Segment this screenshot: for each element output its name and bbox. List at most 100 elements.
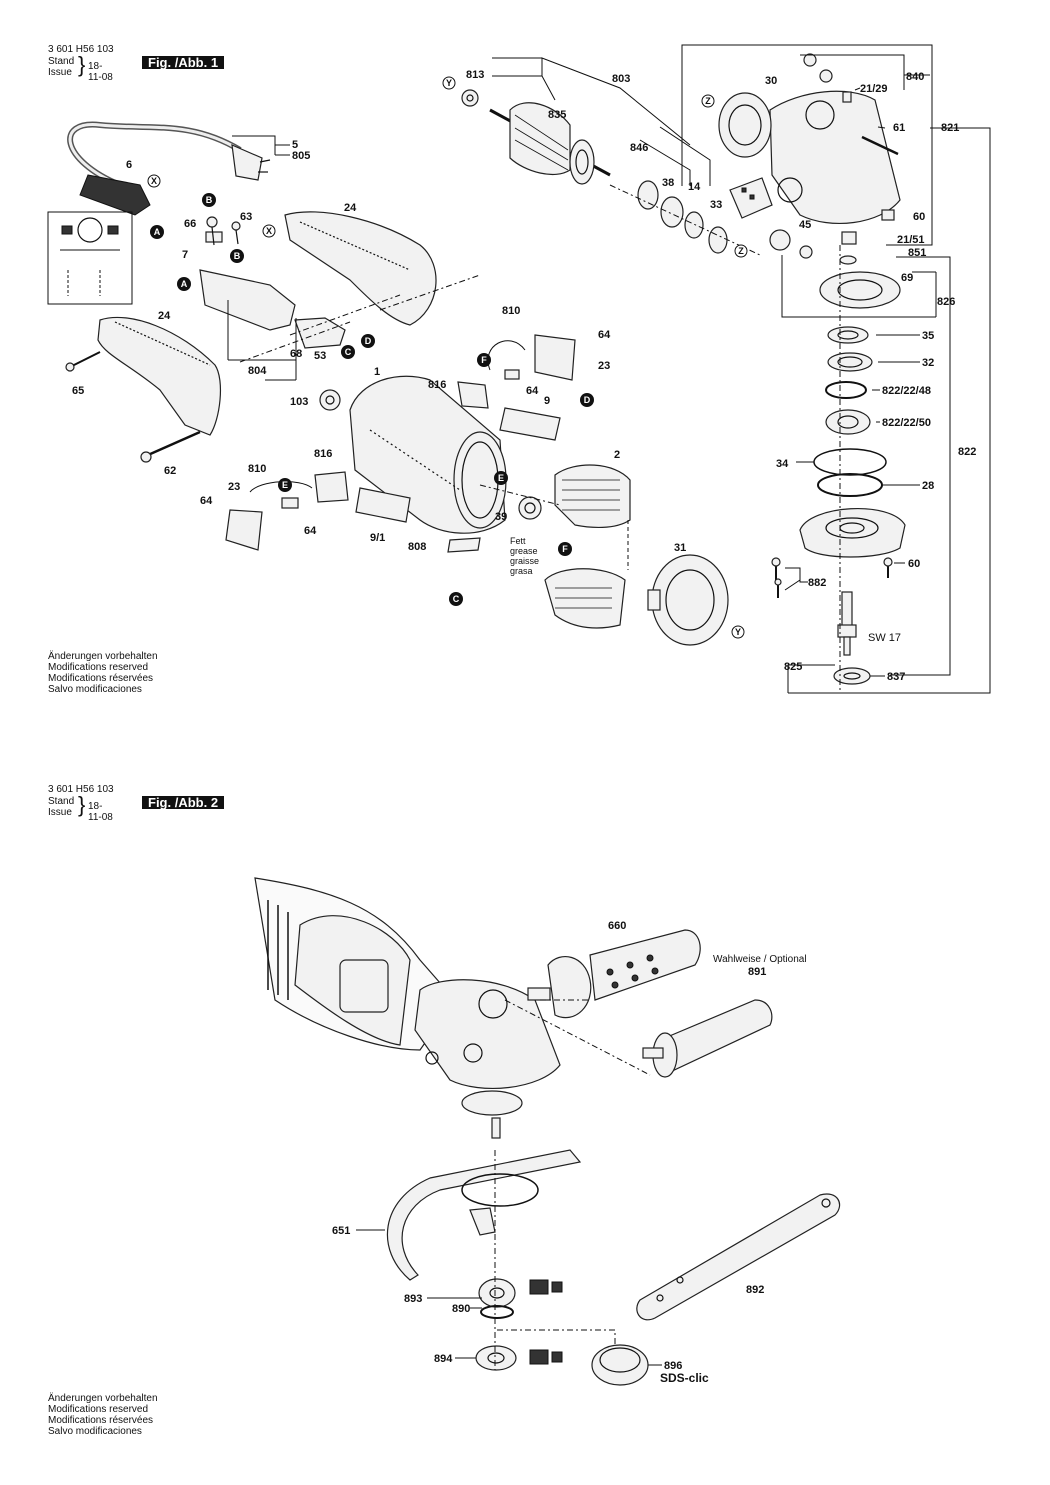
svg-text:E: E: [498, 473, 504, 483]
power-cable: [67, 121, 271, 216]
end-cap-103: [319, 389, 341, 411]
marker-f: F: [558, 542, 572, 556]
label-7: 7: [182, 249, 188, 261]
label-69: 69: [901, 272, 913, 284]
svg-text:E: E: [282, 480, 288, 490]
grease-note: grasa: [510, 566, 533, 576]
label-651: 651: [332, 1225, 350, 1237]
svg-text:B: B: [206, 195, 213, 205]
svg-text:X: X: [151, 176, 157, 186]
assembly-brackets: [232, 44, 991, 694]
label-32: 32: [922, 357, 934, 369]
label-60: 60: [908, 558, 920, 570]
marker-a: A: [150, 225, 164, 239]
quick-nut-896: [591, 1344, 649, 1386]
label-835: 835: [548, 109, 566, 121]
assembly-axes-fig2: [356, 999, 662, 1370]
bearing-39: [518, 496, 542, 520]
marker-y: Y: [442, 76, 456, 90]
label-840: 840: [906, 71, 924, 83]
screws-882: [771, 557, 893, 598]
label-103: 103: [290, 396, 308, 408]
label-66: 66: [184, 218, 196, 230]
label-31: 31: [674, 542, 686, 554]
optional-handle-891: [642, 999, 773, 1078]
label-821: 821: [941, 122, 959, 134]
marker-a: A: [177, 277, 191, 291]
marker-c: C: [449, 592, 463, 606]
svg-text:B: B: [234, 251, 241, 261]
label-33: 33: [710, 199, 722, 211]
label-60: 60: [913, 211, 925, 223]
fig2-header: 3 601 H56 103 Stand Issue } 18-11-08 Fig…: [48, 784, 225, 823]
figure-title: Fig. /Abb. 1: [142, 56, 225, 69]
assembly-axes: [239, 184, 841, 690]
pinion-45: [769, 229, 813, 259]
label-sw17: SW 17: [868, 632, 901, 644]
bearing-set-846: [637, 180, 728, 254]
svg-text:Z: Z: [705, 96, 711, 106]
fan-guard: [647, 554, 729, 646]
svg-text:Z: Z: [738, 246, 744, 256]
label-53: 53: [314, 350, 326, 362]
brand-text: SDS-clic: [660, 1371, 709, 1385]
doc-number: 3 601 H56 103: [48, 44, 114, 55]
label-28: 28: [922, 480, 934, 492]
label-62: 62: [164, 465, 176, 477]
label-890: 890: [452, 1303, 470, 1315]
label-846: 846: [630, 142, 648, 154]
label-810: 810: [502, 305, 520, 317]
bearing-813: [461, 89, 479, 107]
marker-e: E: [494, 471, 508, 485]
fig1-header: 3 601 H56 103 Stand Issue } 18-11-08 Fig…: [48, 44, 225, 83]
svg-text:F: F: [481, 355, 487, 365]
label-805: 805: [292, 150, 310, 162]
label-803: 803: [612, 73, 630, 85]
marker-c: C: [341, 345, 355, 359]
seal-28: [817, 473, 883, 497]
label-6: 6: [126, 159, 132, 171]
marker-x: X: [147, 174, 161, 188]
marker-b: B: [202, 193, 216, 207]
label-894: 894: [434, 1353, 453, 1365]
grease-note: Fett: [510, 536, 526, 546]
label-837: 837: [887, 671, 905, 683]
svg-text:C: C: [453, 594, 460, 604]
optional-note: Wahlweise / Optional: [713, 954, 807, 965]
label-64: 64: [526, 385, 539, 397]
marker-circles: A A B B C C D D E E F F X X Y Y Z Z: [147, 76, 748, 639]
handle-cover-top: [284, 211, 437, 326]
doc-number: 3 601 H56 103: [48, 784, 114, 795]
brace-icon: }: [78, 792, 86, 817]
armature: [489, 102, 611, 185]
label-plate-9-1: [355, 487, 411, 523]
label-30: 30: [765, 75, 777, 87]
marker-z: Z: [734, 244, 748, 258]
stand-issue: Stand Issue: [48, 56, 75, 78]
screw-62: [140, 430, 201, 463]
stand-issue: Stand Issue: [48, 796, 75, 818]
svg-text:A: A: [154, 227, 161, 237]
bearing-822-50: [825, 409, 871, 435]
label-65: 65: [72, 385, 84, 397]
washer-32: [827, 352, 873, 372]
circlip-822-48: [825, 381, 867, 399]
marker-y: Y: [731, 625, 745, 639]
brace-icon: }: [78, 52, 86, 77]
flange-893: [478, 1278, 516, 1308]
label-45: 45: [799, 219, 811, 231]
switch-assembly: [199, 231, 346, 381]
svg-text:Y: Y: [735, 627, 741, 637]
bevel-gear-30: [718, 92, 772, 158]
issue-date: 18-11-08: [88, 61, 113, 83]
label-34: 34: [776, 458, 789, 470]
label-63: 63: [240, 211, 252, 223]
figure-title: Fig. /Abb. 2: [142, 796, 225, 809]
bearing-label-block: [729, 177, 773, 219]
label-23: 23: [228, 481, 240, 493]
marker-b: B: [230, 249, 244, 263]
label-64: 64: [598, 329, 611, 341]
label-64: 64: [200, 495, 213, 507]
